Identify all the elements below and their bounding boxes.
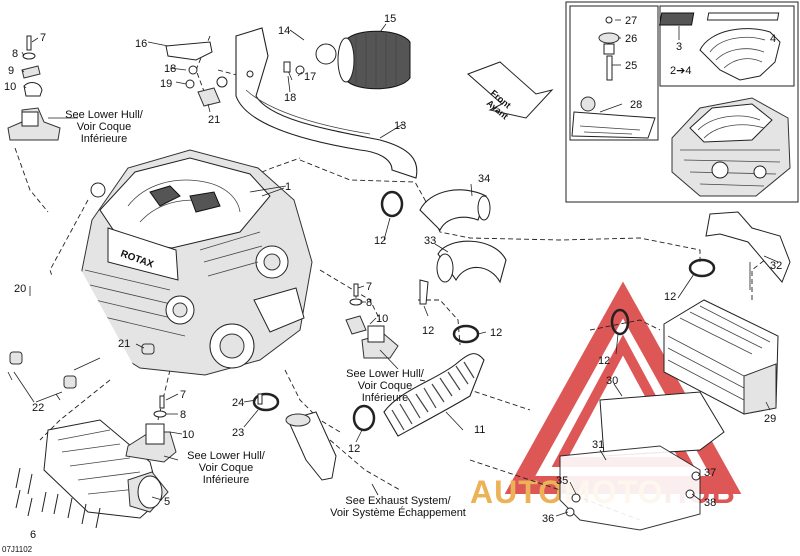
callout-10-top: 10: [4, 81, 16, 93]
spark-plug-23-24: [252, 392, 337, 481]
callout-5: 5: [164, 496, 170, 508]
bracket-16: [165, 41, 213, 89]
callout-3: 3: [676, 41, 682, 53]
engine-mount-top-left: [7, 35, 61, 141]
callout-12-b: 12: [422, 325, 434, 337]
callout-11: 11: [474, 424, 485, 436]
diagram-code: 07J1102: [2, 545, 33, 554]
note-lower-hull-bottom-line1: See Lower Hull/: [187, 450, 266, 462]
callout-21-left: 21: [118, 338, 130, 350]
intercooler-29: [663, 299, 779, 415]
callout-12-e: 12: [664, 291, 676, 303]
callout-23: 23: [232, 427, 244, 439]
callout-15: 15: [384, 13, 396, 25]
callout-8-right: 8: [366, 297, 372, 309]
hose-clamps-12: [352, 190, 716, 432]
exhaust-hose-20: [6, 264, 150, 389]
callout-19: 19: [160, 78, 172, 90]
note-lower-hull-right: See Lower Hull/ Voir Coque Inférieure: [346, 368, 425, 404]
callout-30: 30: [606, 375, 618, 387]
callout-18-a: 18: [164, 63, 176, 75]
callout-14: 14: [278, 25, 290, 37]
callout-18-b: 18: [284, 92, 296, 104]
manifold-studs: [15, 467, 101, 529]
engine-assembly: ROTAX: [79, 149, 313, 376]
callout-10-right: 10: [376, 313, 388, 325]
callout-25: 25: [625, 60, 637, 72]
callout-12-c: 12: [490, 327, 502, 339]
callout-1: 1: [285, 181, 291, 193]
callout-32: 32: [770, 260, 782, 272]
callout-36: 36: [542, 513, 554, 525]
callout-28: 28: [630, 99, 642, 111]
note-lower-hull-top: See Lower Hull/ Voir Coque Inférieure: [65, 109, 144, 145]
decal-part: [659, 12, 780, 40]
note-lower-hull-right-line3: Inférieure: [362, 392, 408, 404]
callout-13: 13: [394, 120, 406, 132]
callout-7-mid: 7: [180, 389, 186, 401]
callout-29: 29: [764, 413, 776, 425]
callout-38: 38: [704, 497, 716, 509]
callout-17: 17: [304, 71, 316, 83]
engine-mount-middle: [125, 395, 177, 463]
callout-27: 27: [625, 15, 637, 27]
callout-24: 24: [232, 397, 244, 409]
note-exhaust-line2: Voir Système Échappement: [330, 506, 466, 519]
callout-8-top: 8: [12, 48, 18, 60]
callout-12-f: 12: [348, 443, 360, 455]
callout-12-a: 12: [374, 235, 386, 247]
inset-engine-illustration: [671, 97, 791, 197]
corrugated-hose-11: [383, 353, 485, 437]
inset-box: 27 26 25 28 3 4 2➔4: [565, 1, 799, 203]
oil-filler-part: [598, 16, 621, 81]
intake-manifold-6: [15, 419, 169, 529]
callout-12-d: 12: [598, 355, 610, 367]
callout-34: 34: [478, 173, 490, 185]
air-intake-hose-13: [235, 27, 418, 179]
engine-mount-right: [345, 283, 399, 359]
front-arrow: Front Avant: [467, 61, 554, 121]
note-exhaust-system: See Exhaust System/ Voir Système Échappe…: [330, 495, 466, 519]
note-lower-hull-top-line2: Voir Coque: [77, 121, 131, 133]
note-exhaust-line1: See Exhaust System/: [345, 495, 451, 507]
callout-26: 26: [625, 33, 637, 45]
callout-31: 31: [592, 439, 604, 451]
note-lower-hull-bottom-line2: Voir Coque: [199, 462, 253, 474]
callout-35: 35: [556, 475, 568, 487]
callout-6: 6: [30, 529, 36, 541]
callout-37: 37: [704, 467, 716, 479]
callouts: 1 5 6 7 8 9 10 7 8 10 7 8 10 11 12 12 12…: [4, 13, 782, 541]
callout-7-top: 7: [40, 32, 46, 44]
note-lower-hull-bottom: See Lower Hull/ Voir Coque Inférieure: [187, 450, 266, 486]
hose-clamps-21-22: [7, 343, 155, 401]
fitting-21: [197, 76, 228, 107]
note-lower-hull-top-line1: See Lower Hull/: [65, 109, 144, 121]
elbow-hose-34: [419, 189, 491, 231]
callout-2-to-4: 2➔4: [670, 65, 691, 77]
bracket-30-31: [559, 391, 725, 531]
bracket-32: [705, 211, 791, 290]
air-filter-15: [315, 30, 411, 90]
elbow-hose-33: [436, 240, 507, 284]
callout-20: 20: [14, 283, 26, 295]
callout-4: 4: [770, 33, 776, 45]
mount-detail-part: [571, 96, 656, 139]
note-lower-hull-right-line1: See Lower Hull/: [346, 368, 425, 380]
callout-8-mid: 8: [180, 409, 186, 421]
callout-16: 16: [135, 38, 147, 50]
note-lower-hull-bottom-line3: Inférieure: [203, 474, 249, 486]
callout-9: 9: [8, 65, 14, 77]
callout-33: 33: [424, 235, 436, 247]
engine-cover-part: [699, 28, 781, 81]
note-lower-hull-top-line3: Inférieure: [81, 133, 127, 145]
callout-22: 22: [32, 402, 44, 414]
note-lower-hull-right-line2: Voir Coque: [358, 380, 412, 392]
callout-21-top: 21: [208, 114, 220, 126]
callout-7-right: 7: [366, 281, 372, 293]
callout-10-mid: 10: [182, 429, 194, 441]
leader-lines: [13, 23, 779, 517]
